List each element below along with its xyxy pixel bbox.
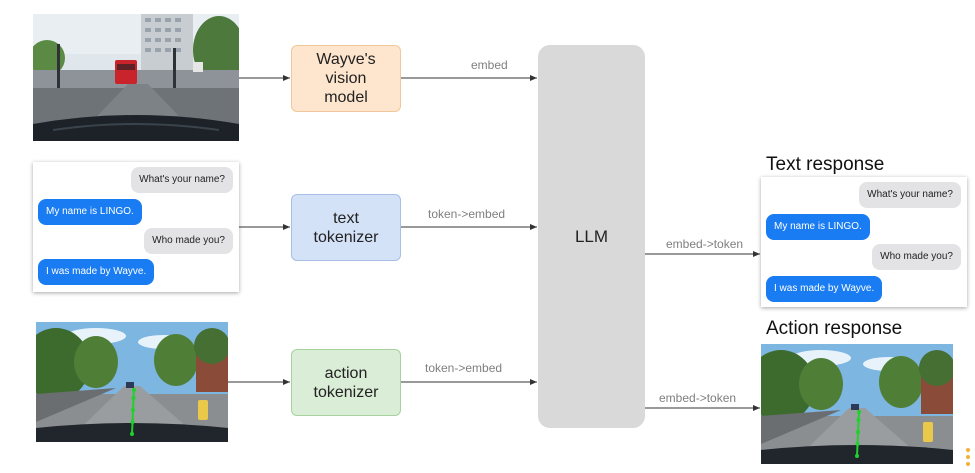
chat-message-assistant: I was made by Wayve. bbox=[38, 259, 155, 285]
chat-message-user: Who made you? bbox=[144, 228, 233, 254]
output-action-image-road bbox=[761, 344, 953, 464]
chat-message-assistant: My name is LINGO. bbox=[766, 214, 870, 240]
chat-message-assistant: I was made by Wayve. bbox=[766, 276, 883, 302]
vision-model-label: Wayve's vision model bbox=[316, 51, 376, 106]
chat-message-assistant: My name is LINGO. bbox=[38, 199, 142, 225]
decorative-dots-icon bbox=[966, 448, 970, 468]
chat-message-user: What's your name? bbox=[859, 182, 961, 208]
output-chat-panel: What's your name? My name is LINGO. Who … bbox=[761, 177, 967, 307]
edge-label-text-embed-token: embed->token bbox=[666, 237, 744, 251]
chat-message-user: What's your name? bbox=[131, 167, 233, 193]
vision-model-box: Wayve's vision model bbox=[291, 45, 401, 112]
input-camera-image-road bbox=[36, 322, 228, 442]
action-tokenizer-label: action tokenizer bbox=[313, 364, 379, 401]
text-response-title: Text response bbox=[766, 154, 885, 175]
action-tokenizer-box: action tokenizer bbox=[291, 349, 401, 416]
action-response-title: Action response bbox=[766, 318, 903, 339]
input-camera-image-city bbox=[33, 14, 239, 141]
text-tokenizer-box: text tokenizer bbox=[291, 194, 401, 261]
edge-label-action-embed-token: embed->token bbox=[659, 391, 737, 405]
edge-label-action-token-embed: token->embed bbox=[425, 361, 503, 375]
edge-label-embed: embed bbox=[471, 58, 508, 72]
edge-label-text-token-embed: token->embed bbox=[428, 207, 506, 221]
input-chat-panel: What's your name? My name is LINGO. Who … bbox=[33, 162, 239, 292]
text-tokenizer-label: text tokenizer bbox=[313, 209, 379, 246]
llm-box: LLM bbox=[538, 45, 645, 428]
chat-message-user: Who made you? bbox=[872, 244, 961, 270]
llm-label: LLM bbox=[574, 226, 609, 246]
